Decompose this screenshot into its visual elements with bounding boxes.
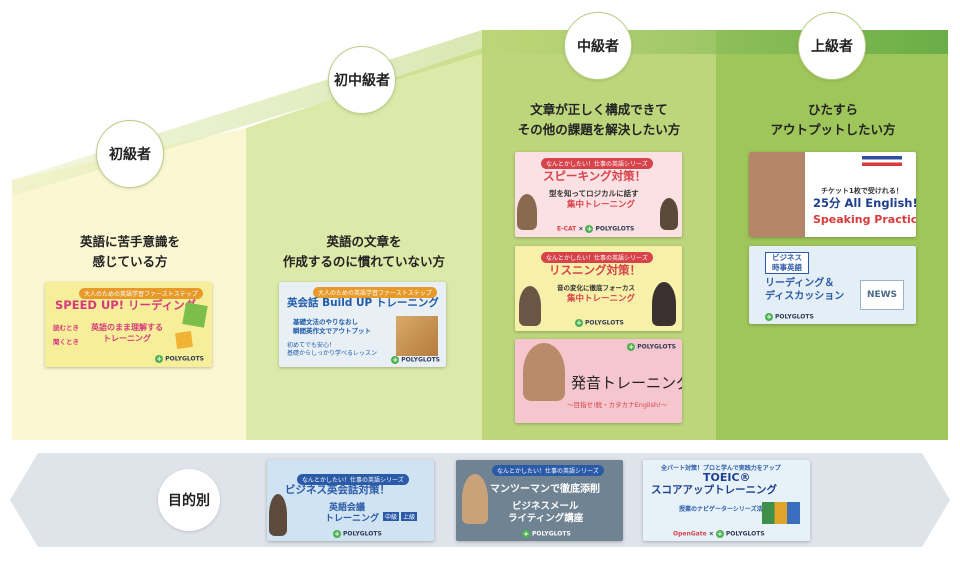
banner-subtitle: トレーニング [103, 334, 151, 343]
person-illustration [660, 198, 678, 230]
banner-subtitle: 音の変化に徹底フォーカス [557, 284, 635, 292]
banner-check: 基礎文法のやりなおし [293, 318, 358, 326]
banner-title: ビジネス英会話対策！ [285, 484, 390, 496]
banner-subtitle: 授業のナビゲーターシリーズ活用 [679, 506, 769, 513]
partner-logos: OpenGate × +POLYGLOTS [673, 530, 765, 538]
level-badge-advanced: 上級者 [798, 12, 866, 80]
banner-note: 初めてでも安心！ [287, 342, 336, 349]
polyglots-logo: +POLYGLOTS [765, 313, 814, 321]
level-badge-beginner: 初級者 [96, 120, 164, 188]
badge-business-news: ビジネス 時事英語 [765, 252, 809, 274]
level-badge-intermediate: 中級者 [564, 12, 632, 80]
cube-illustration [174, 330, 194, 350]
course-banner-speedup-reading[interactable]: 大人のための英語学習ファーストステップ SPEED UP! リーディング 読むと… [45, 282, 212, 367]
banner-subtitle: 〜目指せ!脱・カタカナEnglish!〜 [567, 401, 668, 409]
course-banner-pronunciation[interactable]: +POLYGLOTS 発音トレーニング 〜目指せ!脱・カタカナEnglish!〜 [515, 339, 682, 423]
woman-photo [523, 343, 565, 401]
polyglots-logo: +POLYGLOTS [522, 530, 571, 538]
banner-title: TOEIC® [703, 471, 751, 484]
banner-subtitle: ビジネスメール [512, 501, 579, 512]
banner-subtitle: 英語会議 [329, 503, 366, 513]
description-line: 英語の文章を [326, 234, 402, 249]
polyglots-logo: +POLYGLOTS [391, 356, 440, 364]
man-photo [462, 474, 488, 524]
banner-subtitle: 英語のまま理解する [91, 323, 163, 332]
banner-tag: 大人のための英語学習ファーストステップ [79, 288, 203, 299]
level-description-lower-intermediate: 英語の文章を 作成するのに慣れていない方 [258, 232, 470, 272]
banner-note: 基礎からしっかり学べるレッスン [287, 350, 378, 357]
banner-subtitle: 集中トレーニング [567, 294, 636, 304]
cube-illustration [182, 302, 208, 328]
banner-chip: 読むとき [53, 324, 79, 332]
level-chip: 上級 [401, 512, 418, 521]
description-line: 作成するのに慣れていない方 [282, 254, 446, 269]
banner-title: 英会話 Build UP トレーニング [287, 297, 439, 309]
flag-decoration [862, 156, 902, 166]
purpose-badge: 目的別 [158, 469, 220, 531]
description-line: ひたすら [807, 102, 858, 117]
person-illustration [517, 194, 537, 230]
course-banner-speaking[interactable]: なんとかしたい！仕事の英語シリーズ スピーキング対策！ 型を知ってロジカルに話す… [515, 152, 682, 237]
banner-tag: なんとかしたい！仕事の英語シリーズ [541, 158, 653, 169]
level-label: 初中級者 [334, 73, 390, 89]
course-banner-build-up[interactable]: 大人のための英語学習ファーストステップ 英会話 Build UP トレーニング … [279, 282, 446, 367]
banner-subtitle: 集中トレーニング [567, 200, 636, 210]
description-line: 文章が正しく構成できて [530, 102, 668, 117]
level-label: 上級者 [811, 39, 853, 55]
banner-title: リーディング＆ [765, 278, 835, 289]
banner-tag: なんとかしたい！仕事の英語シリーズ [492, 465, 604, 476]
course-banner-toeic[interactable]: 全パート対策！プロと学んで実践力をアップ TOEIC® スコアアップトレーニング… [643, 460, 810, 541]
person-illustration [269, 494, 287, 536]
polyglots-logo: +POLYGLOTS [155, 355, 204, 363]
banner-title: マンツーマンで徹底添削 [490, 484, 600, 495]
polyglots-logo: +POLYGLOTS [627, 343, 676, 351]
partner-logos: E-CAT × +POLYGLOTS [557, 225, 635, 233]
banner-title: リスニング対策！ [549, 263, 641, 277]
banner-tag: 大人のための英語学習ファーストステップ [313, 287, 437, 298]
banner-subtitle: トレーニング [325, 514, 380, 524]
banner-title: スピーキング対策！ [543, 169, 647, 183]
description-line: 感じている方 [92, 254, 168, 269]
banner-title: 発音トレーニング [571, 374, 682, 392]
course-banner-business-email[interactable]: なんとかしたい！仕事の英語シリーズ マンツーマンで徹底添削 ビジネスメール ライ… [456, 460, 623, 541]
banner-tag: チケット1枚で受けれる！ [821, 187, 903, 195]
banner-title: 25分 All English! [813, 196, 916, 210]
banner-title: ディスカッション [765, 291, 845, 302]
level-label: 中級者 [577, 39, 619, 55]
course-banner-all-english[interactable]: チケット1枚で受けれる！ 25分 All English! Speaking P… [749, 152, 916, 237]
course-banner-business-conversation[interactable]: なんとかしたい！仕事の英語シリーズ ビジネス英会話対策！ 英語会議 トレーニング… [267, 460, 434, 541]
banner-tag: 全パート対策！プロと学んで実践力をアップ [661, 465, 781, 472]
banner-subtitle: Speaking Practice [813, 213, 916, 226]
course-banner-listening[interactable]: なんとかしたい！仕事の英語シリーズ リスニング対策！ 音の変化に徹底フォーカス … [515, 246, 682, 331]
polyglots-logo: +POLYGLOTS [575, 319, 624, 327]
description-line: 英語に苦手意識を [79, 234, 180, 249]
banner-tag: なんとかしたい！仕事の英語シリーズ [541, 252, 653, 263]
description-line: アウトプットしたい方 [770, 122, 896, 137]
course-banner-business-news[interactable]: ビジネス 時事英語 リーディング＆ ディスカッション NEWS +POLYGLO… [749, 246, 916, 324]
banner-chip: 聞くとき [53, 338, 79, 346]
level-description-beginner: 英語に苦手意識を 感じている方 [30, 232, 230, 272]
banner-subtitle: 型を知ってロジカルに話す [549, 189, 639, 198]
level-description-advanced: ひたすら アウトプットしたい方 [726, 100, 940, 140]
banner-title: スコアアップトレーニング [651, 484, 777, 496]
news-screen-illustration: NEWS [860, 280, 904, 310]
description-line: その他の課題を解決したい方 [517, 122, 681, 137]
purpose-label: 目的別 [168, 493, 210, 509]
level-chip: 中級 [383, 512, 400, 521]
polyglots-logo: +POLYGLOTS [333, 530, 382, 538]
level-label: 初級者 [109, 147, 151, 163]
textbook-illustration [762, 502, 800, 524]
person-illustration [519, 286, 541, 326]
level-description-intermediate: 文章が正しく構成できて その他の課題を解決したい方 [492, 100, 706, 140]
banner-title: SPEED UP! リーディング [55, 298, 197, 312]
person-illustration [652, 282, 676, 326]
wood-block-illustration [396, 316, 438, 356]
woman-photo [749, 152, 805, 237]
banner-subtitle: ライティング講座 [508, 513, 584, 524]
banner-check: 瞬間英作文でアウトプット [293, 327, 371, 335]
level-badge-lower-intermediate: 初中級者 [328, 46, 396, 114]
banner-tag: なんとかしたい！仕事の英語シリーズ [297, 474, 409, 485]
